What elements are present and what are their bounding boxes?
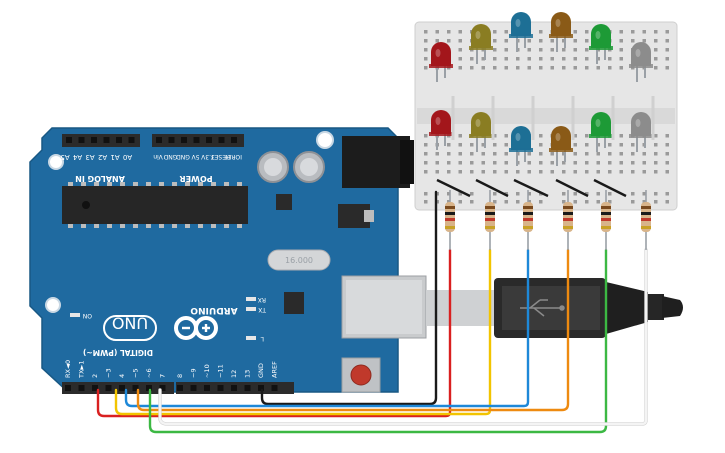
blue-wire xyxy=(124,248,530,408)
l-label: L xyxy=(260,335,264,342)
usb-symbol-icon xyxy=(520,299,565,317)
power-pin-label: Vin xyxy=(153,153,163,160)
digital-pin-label: GND xyxy=(257,363,265,378)
led-top-orange xyxy=(549,12,573,52)
led-bottom-green xyxy=(589,112,613,152)
led-bottom-red xyxy=(429,110,453,150)
yellow-wire xyxy=(114,248,492,416)
led-bottom-blue xyxy=(509,126,533,166)
led-bottom-white xyxy=(629,112,653,152)
led-top-white xyxy=(629,42,653,82)
led-bottom-yellow xyxy=(469,112,493,152)
leds xyxy=(429,12,653,166)
power-label: POWER xyxy=(179,174,212,183)
gnd-jumper-wire xyxy=(555,178,589,198)
usb-port xyxy=(341,275,427,339)
gnd-jumper-wire xyxy=(513,178,549,198)
wires xyxy=(96,190,648,434)
analog-pin-label: A0 xyxy=(123,153,132,161)
gnd-jumper-wire xyxy=(436,178,471,198)
analog-pin-label: A4 xyxy=(72,153,82,161)
resistor xyxy=(563,190,573,250)
power-pin-label: 5V xyxy=(191,153,200,160)
power-header[interactable] xyxy=(152,134,244,147)
gnd-jumper-wire xyxy=(475,178,509,198)
digital-pwm-label: DIGITAL (PWM~) xyxy=(83,348,153,357)
atmega-chip xyxy=(62,182,248,228)
digital-pin-label: ~3 xyxy=(105,368,113,378)
digital-pin-label: 2 xyxy=(91,374,99,378)
digital-pin-label: ~6 xyxy=(145,368,153,378)
uno-logo: UNO xyxy=(103,314,157,341)
power-pin-label: 3.3V xyxy=(200,153,215,160)
orange-wire xyxy=(136,248,570,412)
crystal-label: 16.000 xyxy=(285,256,313,265)
model-label: UNO xyxy=(112,314,148,333)
digital-pin-label: 13 xyxy=(244,370,252,378)
usb-chip xyxy=(284,292,304,314)
led-top-blue xyxy=(509,12,533,52)
digital-pin-label: ~11 xyxy=(217,364,225,378)
power-pin-label: GND xyxy=(176,153,190,160)
capacitor-left xyxy=(257,151,289,183)
resistor xyxy=(641,190,651,250)
digital-pin-label: 4 xyxy=(118,374,126,378)
led-top-green xyxy=(589,24,613,64)
capacitor-right xyxy=(293,151,325,183)
digital-pin-label: ~5 xyxy=(132,368,140,378)
analog-pin-label: A3 xyxy=(85,153,94,161)
digital-header[interactable] xyxy=(62,382,294,394)
gnd-wire xyxy=(260,190,438,406)
resistor xyxy=(523,190,533,250)
digital-pin-label: 7 xyxy=(159,374,167,378)
tx-label: TX xyxy=(258,306,267,313)
led-bottom-orange xyxy=(549,126,573,166)
power-pin-label: IOREF xyxy=(224,153,242,160)
power-jack xyxy=(342,136,414,188)
resistor xyxy=(485,190,495,250)
resistor xyxy=(445,190,455,250)
gnd-jumper-wire xyxy=(593,178,627,198)
resistor xyxy=(601,190,611,250)
voltage-regulator xyxy=(276,194,292,210)
status-leds: RX TX L ON xyxy=(70,296,267,342)
analog-pin-label: A1 xyxy=(110,153,119,161)
power-pin-label: GND xyxy=(163,153,177,160)
rx-label: RX xyxy=(258,296,266,303)
resistors xyxy=(445,190,651,250)
digital-pin-label: ~9 xyxy=(190,368,198,378)
led-top-red xyxy=(429,42,453,82)
digital-pin-label: TX►1 xyxy=(78,360,86,379)
digital-pin-label: RX◄0 xyxy=(64,360,72,378)
digital-pin-label: AREF xyxy=(271,361,279,378)
arduino-logo: ARDUINO xyxy=(174,305,238,340)
analog-pin-label: A5 xyxy=(60,153,69,161)
reset-button[interactable] xyxy=(341,357,381,393)
led-top-yellow xyxy=(469,24,493,64)
digital-pin-label: 8 xyxy=(176,374,184,378)
on-label: ON xyxy=(83,312,92,319)
analog-in-label: ANALOG IN xyxy=(75,174,125,183)
gnd-jumpers xyxy=(436,96,655,198)
power-pin-label: RESET xyxy=(211,153,231,160)
green-wire xyxy=(148,248,608,434)
analog-pin-label: A2 xyxy=(98,153,107,161)
crystal-oscillator: 16.000 xyxy=(267,249,331,271)
digital-pin-label: ~10 xyxy=(203,364,211,378)
white-wire xyxy=(158,248,648,426)
digital-pin-label: 12 xyxy=(230,370,238,378)
analog-header[interactable] xyxy=(62,134,140,147)
brand-label: ARDUINO xyxy=(190,305,238,315)
